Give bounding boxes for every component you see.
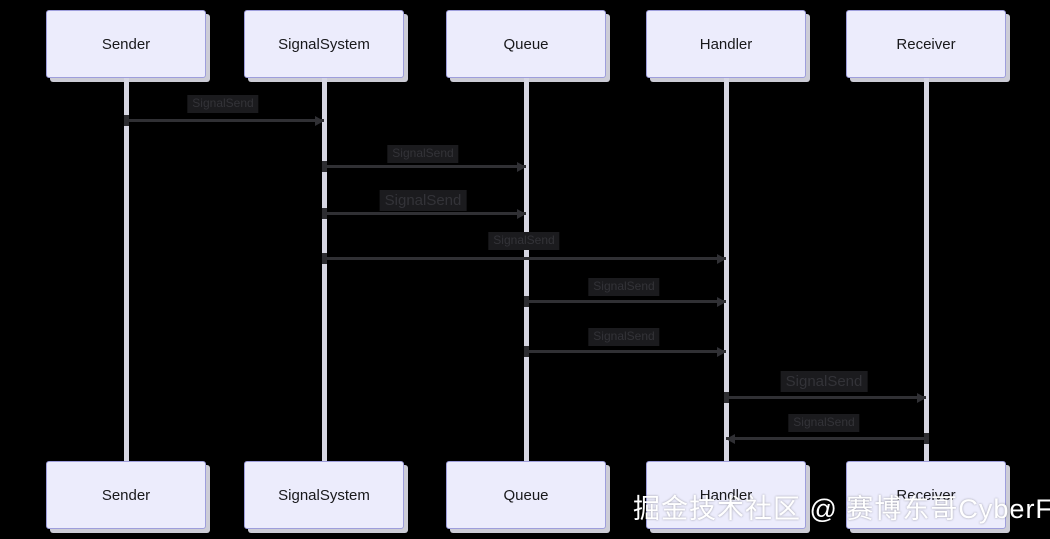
lifeline-receiver: [924, 78, 929, 461]
participant-box-queue-top: Queue: [446, 10, 606, 78]
message-arrowhead-7: [917, 392, 926, 403]
lifeline-handler: [724, 78, 729, 461]
participant-box-receiver-top: Receiver: [846, 10, 1006, 78]
participant-label-handler: Handler: [699, 486, 753, 504]
message-origin-tick-7: [724, 392, 729, 403]
message-arrowhead-8: [726, 433, 735, 444]
message-label-3: SignalSend: [379, 190, 467, 212]
lifeline-queue: [524, 78, 529, 461]
message-arrowhead-5: [717, 296, 726, 307]
participant-box-sender-top: Sender: [46, 10, 206, 78]
message-arrowhead-1: [315, 115, 324, 126]
message-arrowhead-6: [717, 346, 726, 357]
participant-box-handler-bottom: Handler: [646, 461, 806, 529]
lifeline-sender: [124, 78, 129, 461]
participant-label-handler: Handler: [699, 35, 753, 53]
message-label-2: SignalSend: [387, 145, 459, 163]
message-label-1: SignalSend: [187, 95, 259, 113]
message-line-7: [726, 396, 926, 399]
message-label-7: SignalSend: [780, 371, 868, 393]
message-arrowhead-3: [517, 208, 526, 219]
message-line-2: [324, 165, 526, 168]
participant-box-handler-top: Handler: [646, 10, 806, 78]
participant-label-receiver: Receiver: [896, 486, 956, 504]
message-label-5: SignalSend: [588, 278, 660, 296]
lifeline-signalsystem: [322, 78, 327, 461]
message-line-1: [126, 119, 324, 122]
message-line-5: [526, 300, 726, 303]
message-label-8: SignalSend: [788, 414, 860, 432]
message-origin-tick-8: [924, 433, 929, 444]
message-origin-tick-1: [124, 115, 129, 126]
participant-box-sender-bottom: Sender: [46, 461, 206, 529]
participant-box-queue-bottom: Queue: [446, 461, 606, 529]
message-origin-tick-6: [524, 346, 529, 357]
message-arrowhead-4: [717, 253, 726, 264]
participant-label-sender: Sender: [101, 486, 151, 504]
message-label-6: SignalSend: [588, 328, 660, 346]
message-origin-tick-3: [322, 208, 327, 219]
participant-label-receiver: Receiver: [896, 35, 956, 53]
participant-label-queue: Queue: [503, 486, 549, 504]
message-label-4: SignalSend: [488, 232, 560, 250]
participant-label-queue: Queue: [503, 35, 549, 53]
message-line-4: [324, 257, 726, 260]
participant-box-signalsystem-bottom: SignalSystem: [244, 461, 404, 529]
message-line-8: [726, 437, 926, 440]
participant-box-receiver-bottom: Receiver: [846, 461, 1006, 529]
message-origin-tick-4: [322, 253, 327, 264]
participant-label-signalsystem: SignalSystem: [278, 486, 370, 504]
message-line-3: [324, 212, 526, 215]
participant-label-sender: Sender: [101, 35, 151, 53]
message-origin-tick-2: [322, 161, 327, 172]
message-arrowhead-2: [517, 161, 526, 172]
message-line-6: [526, 350, 726, 353]
participant-label-signalsystem: SignalSystem: [278, 35, 370, 53]
participant-box-signalsystem-top: SignalSystem: [244, 10, 404, 78]
message-origin-tick-5: [524, 296, 529, 307]
